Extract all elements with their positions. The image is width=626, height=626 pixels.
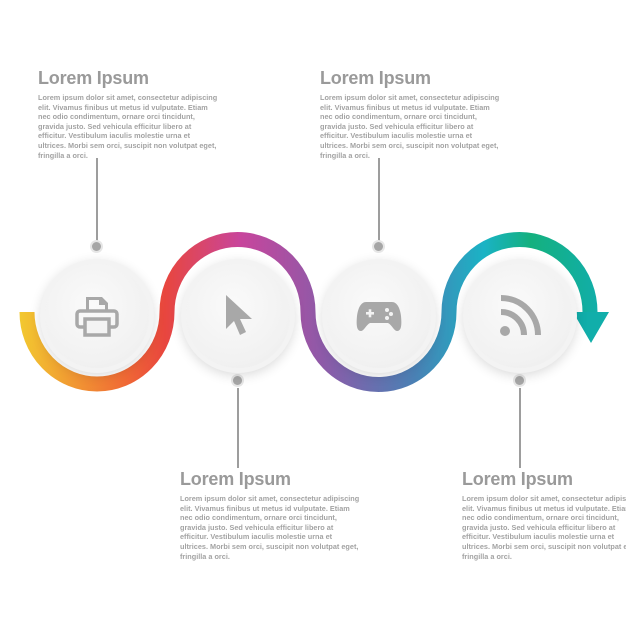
connector-dot xyxy=(92,242,101,251)
step-2-circle xyxy=(186,264,290,368)
step-4-circle xyxy=(468,264,572,368)
step-title: Lorem Ipsum xyxy=(320,68,431,88)
step-description: Lorem ipsum dolor sit amet, consectetur … xyxy=(38,93,218,160)
connector-line xyxy=(96,158,98,242)
rss-icon xyxy=(500,295,541,336)
step-description: Lorem ipsum dolor sit amet, consectetur … xyxy=(462,494,626,561)
step-4-text: Lorem Ipsum Lorem ipsum dolor sit amet, … xyxy=(462,469,626,561)
connector-line xyxy=(519,388,521,468)
arrow-head-icon xyxy=(573,312,609,343)
step-1-circle xyxy=(45,264,149,368)
step-description: Lorem ipsum dolor sit amet, consectetur … xyxy=(180,494,360,561)
step-title: Lorem Ipsum xyxy=(180,469,291,489)
wave-path xyxy=(19,232,598,392)
connector-line xyxy=(237,388,239,468)
connector-line xyxy=(378,158,380,242)
step-1-text: Lorem Ipsum Lorem ipsum dolor sit amet, … xyxy=(38,68,218,160)
gamepad-icon xyxy=(356,302,402,331)
printer-icon xyxy=(75,297,119,337)
step-description: Lorem ipsum dolor sit amet, consectetur … xyxy=(320,93,500,160)
step-title: Lorem Ipsum xyxy=(462,469,573,489)
step-title: Lorem Ipsum xyxy=(38,68,149,88)
step-3-text: Lorem Ipsum Lorem ipsum dolor sit amet, … xyxy=(320,68,500,160)
cursor-icon xyxy=(226,295,252,335)
connector-dot xyxy=(515,376,524,385)
connector-dot xyxy=(374,242,383,251)
connector-dot xyxy=(233,376,242,385)
step-3-circle xyxy=(327,264,431,368)
step-2-text: Lorem Ipsum Lorem ipsum dolor sit amet, … xyxy=(180,469,360,561)
